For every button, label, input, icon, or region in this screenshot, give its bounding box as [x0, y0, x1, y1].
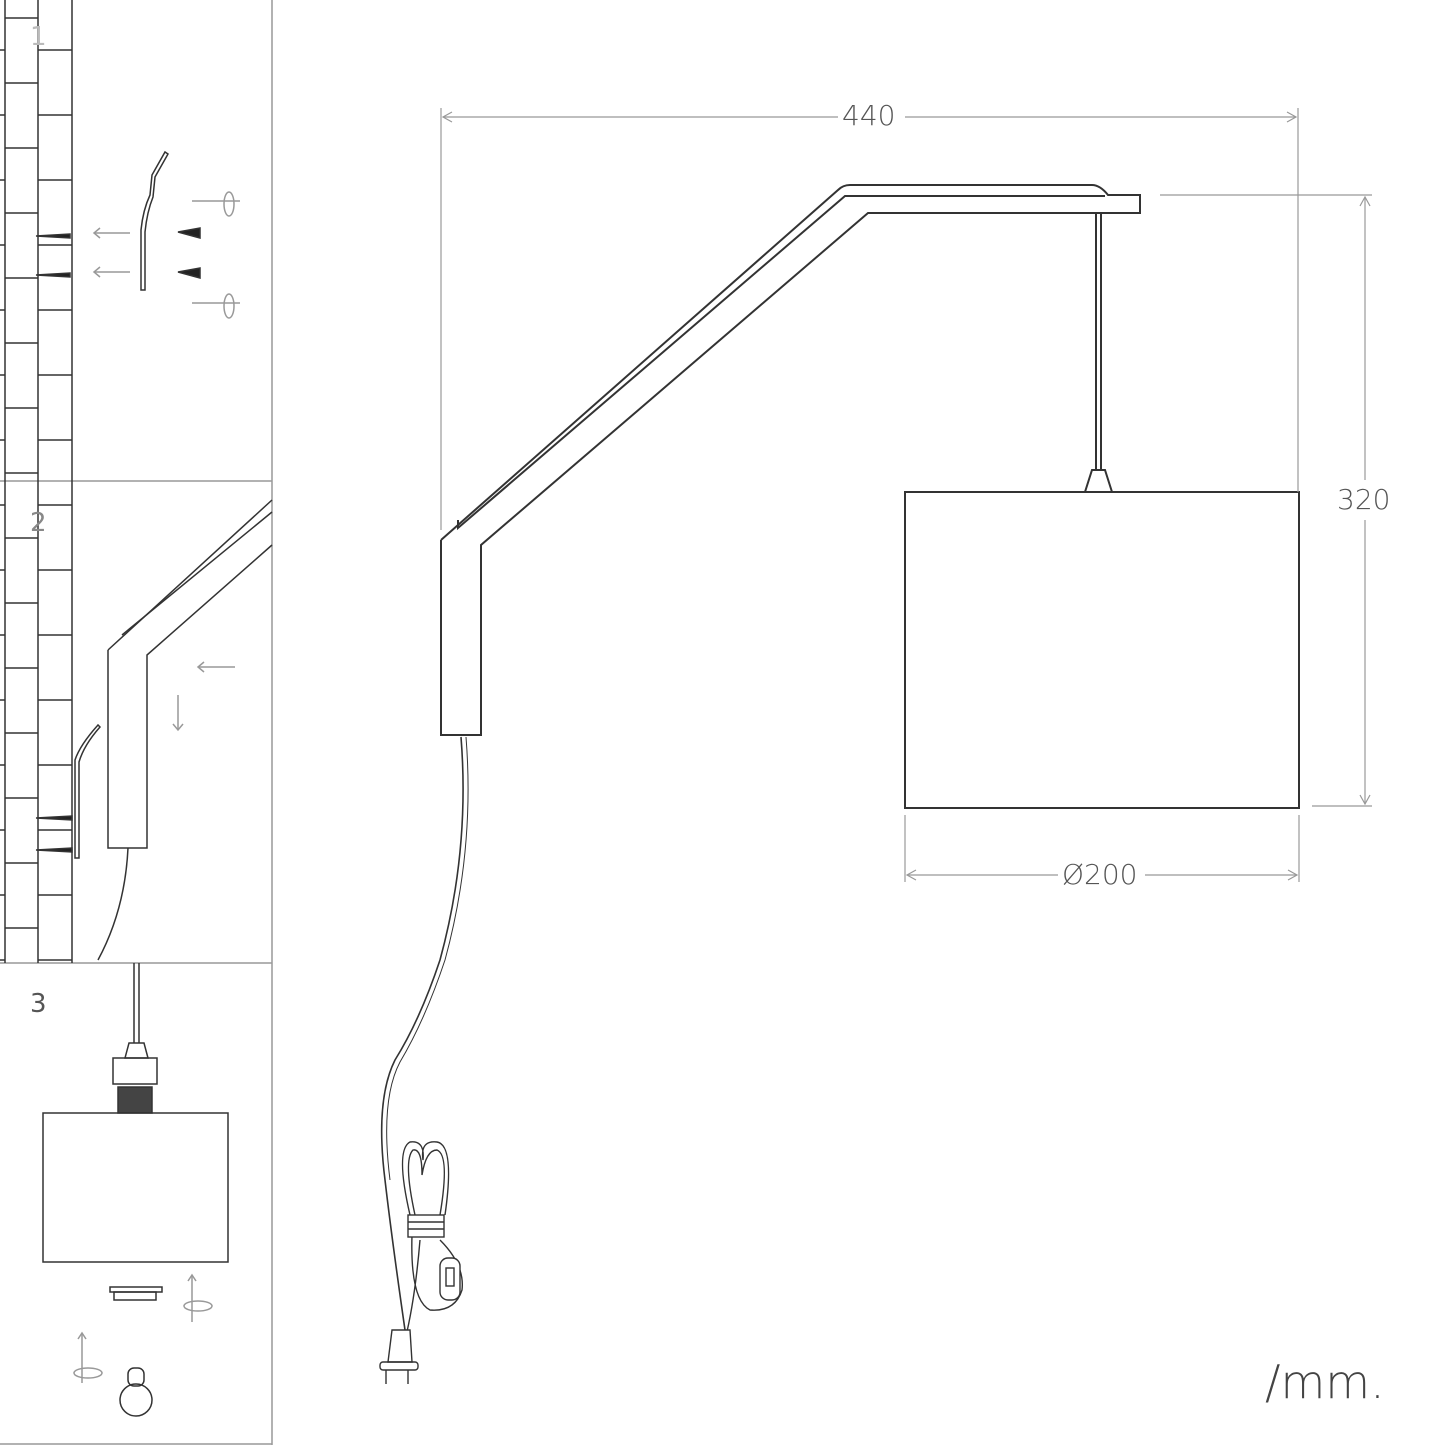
height-dimension-label: 320	[1333, 486, 1395, 514]
power-cable	[380, 736, 464, 1331]
lamp-arm	[440, 184, 1141, 736]
inline-switch-icon	[439, 1257, 461, 1301]
step2-arm	[35, 499, 273, 961]
step-3-label: 3	[30, 989, 47, 1019]
plug-icon	[387, 1329, 413, 1363]
instruction-panels	[0, 0, 273, 1445]
step1-parts	[35, 150, 240, 319]
step-2-label: 2	[30, 508, 47, 538]
step3-assembly	[42, 963, 229, 1417]
dimension-lines	[440, 108, 1372, 882]
width-dimension-label: 440	[838, 102, 900, 130]
diameter-dimension-label: Ø200	[1058, 861, 1142, 889]
brick-wall	[0, 0, 73, 963]
step-1-label: 1	[30, 22, 47, 52]
shade-cap	[1083, 469, 1114, 493]
main-lamp	[379, 184, 1300, 1384]
cable-coil	[379, 1141, 464, 1384]
unit-label: /mm.	[1265, 1355, 1385, 1409]
lamp-shade	[904, 491, 1300, 809]
